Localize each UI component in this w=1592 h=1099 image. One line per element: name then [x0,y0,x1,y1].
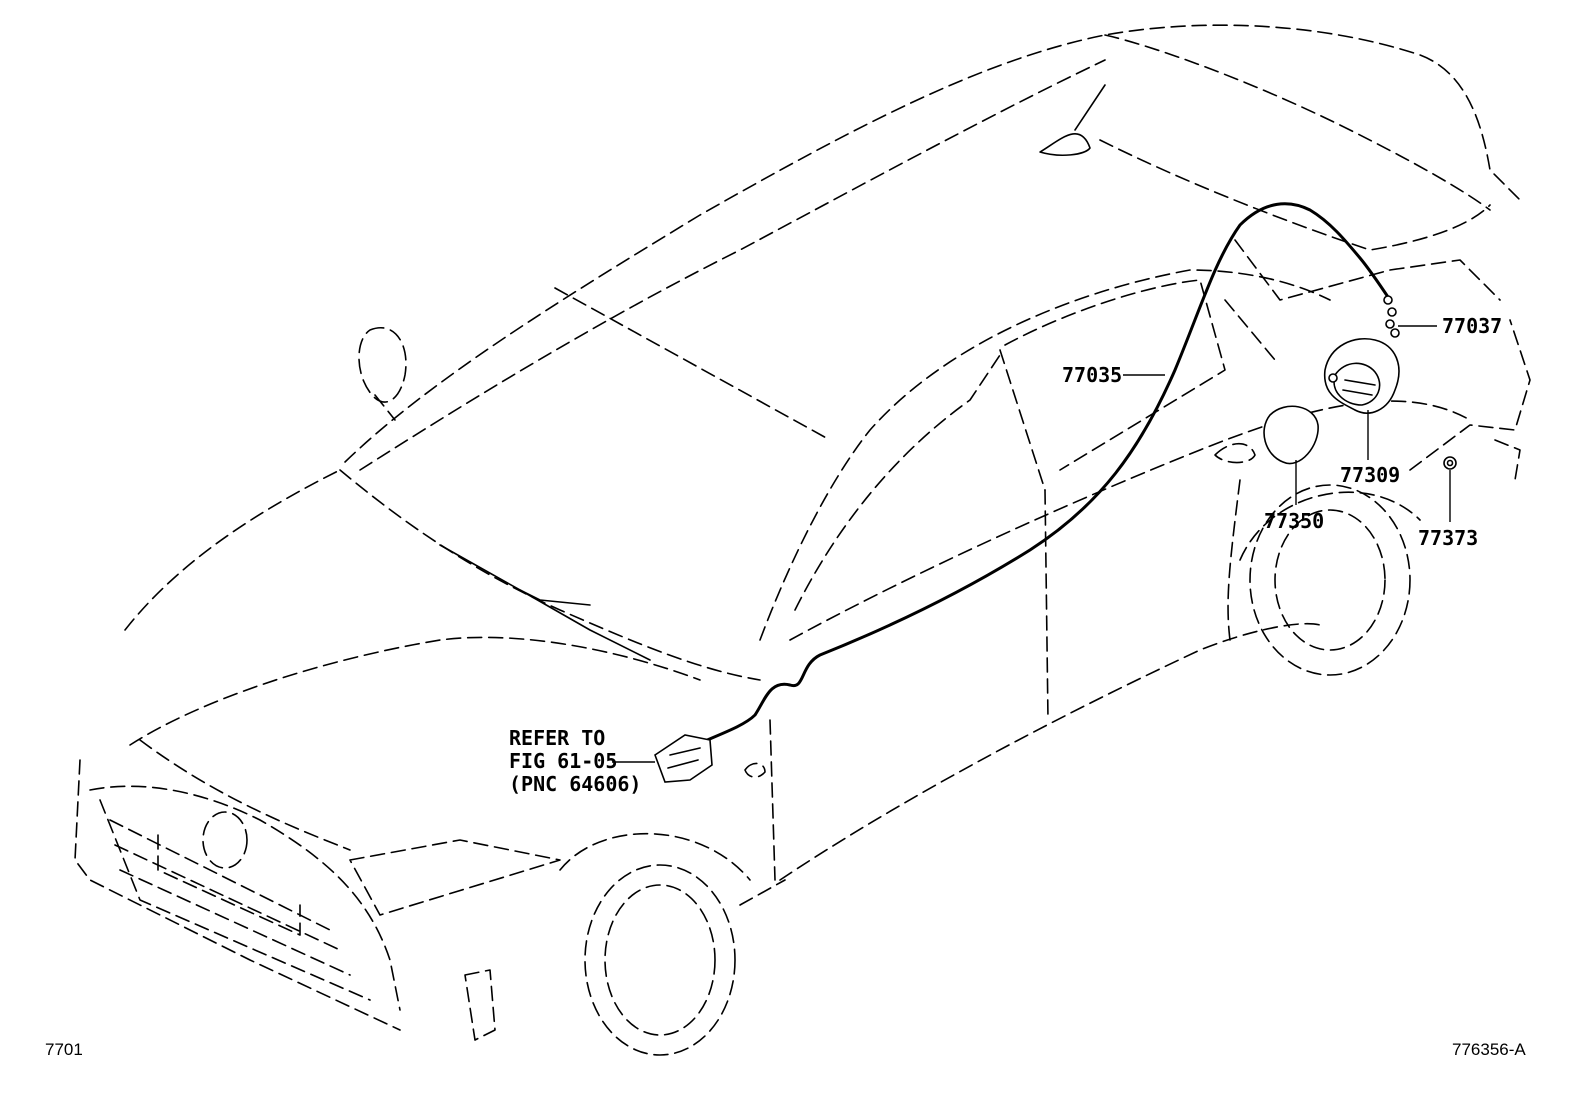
fuel-lid-lock-77309 [1324,338,1400,414]
callout-77037: 77037 [1442,314,1502,338]
callout-77350: 77350 [1264,509,1324,533]
callout-77309: 77309 [1340,463,1400,487]
fuel-lid-cushion-77373 [1443,456,1457,470]
cable-clamp-77037 [1383,295,1400,338]
fuel-lid-opener-switch [654,734,713,783]
fuel-lid-door-77350 [1263,405,1319,465]
reference-line-3: (PNC 64606) [509,772,641,796]
callout-labels: 77037 77035 77309 77350 77373 REFER TO F… [509,314,1502,796]
callout-77373: 77373 [1418,526,1478,550]
callout-77035: 77035 [1062,363,1122,387]
reference-line-2: FIG 61-05 [509,749,617,773]
reference-line-1: REFER TO [509,726,605,750]
leader-lines [612,325,1451,763]
illustration-id: 776356-A [1452,1040,1526,1059]
figure-code: 7701 [45,1040,83,1059]
fuel-lid-cable [663,202,1392,762]
vehicle-outline [74,24,1531,1056]
